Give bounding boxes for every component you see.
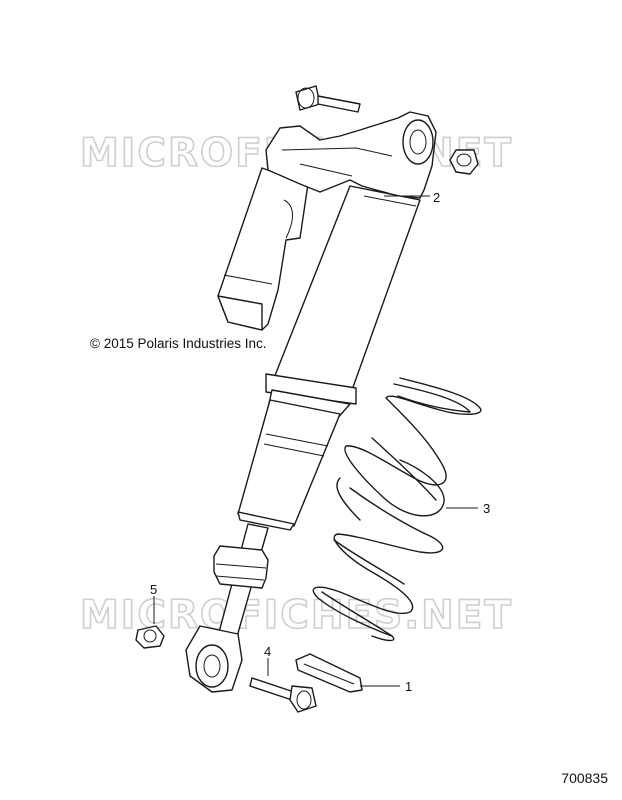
callout-4: 4 [264,644,272,659]
callout-2: 2 [433,190,441,205]
callout-5: 5 [150,582,158,597]
callout-3: 3 [483,501,491,516]
top-nut [449,149,479,175]
callout-1: 1 [405,679,413,694]
top-bolt [295,85,361,113]
lower-nut [135,625,165,649]
lower-bolt [249,677,317,713]
shock-absorber [185,111,437,693]
coil-spring [312,377,482,642]
spring-retainer-clip [295,653,363,693]
diagram-part-number: 700835 [561,770,608,786]
copyright-notice: © 2015 Polaris Industries Inc. [90,336,267,351]
